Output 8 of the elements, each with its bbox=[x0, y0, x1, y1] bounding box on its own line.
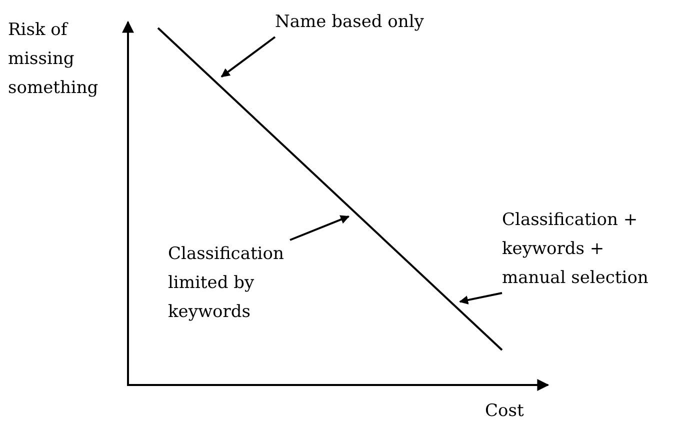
callout-text: Classification + keywords + manual selection bbox=[502, 206, 672, 293]
callout-text: Classification limited by keywords bbox=[168, 240, 290, 327]
leader-arrow bbox=[220, 36, 276, 78]
axis-title: Risk of missing something bbox=[8, 19, 100, 100]
leader-arrow bbox=[459, 292, 502, 304]
axis-title: Cost bbox=[485, 400, 525, 423]
leader-arrow bbox=[290, 215, 350, 241]
callout-text: Name based only bbox=[275, 8, 475, 37]
